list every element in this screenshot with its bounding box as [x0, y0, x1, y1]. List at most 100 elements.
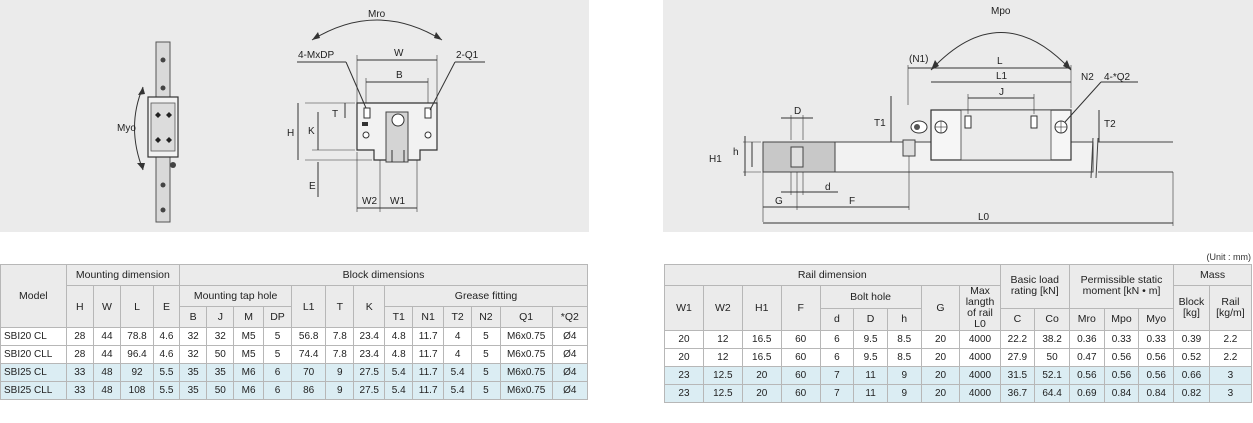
- table-cell: 6: [819, 348, 855, 367]
- header-mpo: Mpo: [1103, 307, 1140, 331]
- header-b: B: [179, 306, 208, 328]
- table-cell: 9: [325, 363, 355, 382]
- table-cell: 4: [442, 327, 473, 346]
- table-cell: M6: [233, 363, 264, 382]
- table-cell: 28: [65, 327, 94, 346]
- l1-label: L1: [996, 71, 1008, 82]
- j-label: J: [999, 87, 1004, 98]
- table-cell: 2.2: [1208, 330, 1253, 349]
- table-cell: 96.4: [120, 345, 154, 364]
- table-cell: 0.84: [1138, 384, 1175, 403]
- table-cell: 70: [291, 363, 327, 382]
- header-mounting-tap-hole: Mounting tap hole: [179, 285, 293, 307]
- mpo-label: Mpo: [991, 6, 1011, 17]
- header-t1: T1: [384, 306, 414, 328]
- table-cell: 0.33: [1103, 330, 1140, 349]
- header-c: C: [999, 307, 1036, 331]
- header-dp: DP: [262, 306, 293, 328]
- table-cell: 0.52: [1173, 348, 1210, 367]
- table-cell: 0.36: [1068, 330, 1105, 349]
- header-t: T: [325, 285, 355, 328]
- right-drawing-panel: Mpo L (N1) L1 J N2: [663, 0, 1253, 232]
- t1-label: T1: [874, 118, 886, 129]
- mro-label: Mro: [368, 9, 386, 20]
- table-cell: 0.39: [1173, 330, 1210, 349]
- table-cell: 60: [780, 384, 821, 403]
- table-cell: 0.56: [1138, 348, 1175, 367]
- table-cell: 12: [702, 348, 743, 367]
- table-cell: 48: [92, 363, 122, 382]
- table-cell: 0.56: [1103, 348, 1140, 367]
- table-cell: 16.5: [741, 330, 782, 349]
- table-cell: 44: [92, 327, 122, 346]
- table-cell: 20: [920, 330, 961, 349]
- table-cell: Ø4: [551, 327, 589, 346]
- table-cell: 27.5: [353, 381, 386, 400]
- table-cell: 0.56: [1103, 366, 1140, 385]
- header-permissible-static-moment: Permissible static moment [kN • m]: [1068, 264, 1175, 309]
- t-label: T: [332, 109, 338, 120]
- table-cell: 28: [65, 345, 94, 364]
- table-cell: 5.4: [384, 381, 414, 400]
- header-co: Co: [1034, 307, 1070, 331]
- header-q2: *Q2: [551, 306, 589, 328]
- table-cell: Ø4: [551, 381, 589, 400]
- table-cell: 11.7: [412, 381, 444, 400]
- table-cell: 11.7: [412, 363, 444, 382]
- table-cell: 5.4: [442, 381, 473, 400]
- d-top-label: D: [794, 106, 801, 117]
- header-h: H: [65, 285, 94, 328]
- h1-label: H1: [709, 154, 722, 165]
- table-cell: 12.5: [702, 384, 743, 403]
- w1-label: W1: [390, 196, 405, 207]
- table-cell: 9.5: [853, 348, 888, 367]
- table-cell: SBI20 CLL: [0, 345, 67, 364]
- header-rail-dimension: Rail dimension: [664, 264, 1001, 286]
- table-cell: 7.8: [325, 327, 355, 346]
- header-big-d: D: [853, 307, 888, 331]
- table-cell: 8.5: [886, 348, 922, 367]
- header-l: L: [120, 285, 154, 328]
- table-cell: M6x0.75: [499, 345, 553, 364]
- q2-label: 4-*Q2: [1104, 72, 1131, 83]
- table-cell: Ø4: [551, 363, 589, 382]
- table-cell: 11: [853, 366, 888, 385]
- table-cell: 50: [206, 345, 235, 364]
- table-cell: 5: [262, 327, 293, 346]
- rail-spec-table: Rail dimension Basic load rating [kN] Pe…: [664, 264, 1253, 403]
- header-basic-load-rating: Basic load rating [kN]: [999, 264, 1070, 309]
- header-m: M: [233, 306, 264, 328]
- header-bolt-hole: Bolt hole: [819, 285, 922, 309]
- rail-side-view-drawing: Mpo L (N1) L1 J N2: [709, 6, 1174, 226]
- table-cell: 5.4: [442, 363, 473, 382]
- table-cell: 20: [920, 348, 961, 367]
- k-label: K: [308, 126, 315, 137]
- table-cell: 20: [664, 348, 704, 367]
- table-cell: M6x0.75: [499, 363, 553, 382]
- table-cell: 32: [206, 327, 235, 346]
- table-cell: 7: [819, 366, 855, 385]
- table-cell: 6: [819, 330, 855, 349]
- table-cell: 74.4: [291, 345, 327, 364]
- table-cell: 27.5: [353, 363, 386, 382]
- table-cell: 4000: [959, 366, 1001, 385]
- table-cell: M5: [233, 345, 264, 364]
- table-cell: 5: [471, 345, 501, 364]
- table-cell: 5.5: [152, 363, 181, 382]
- table-cell: 4.8: [384, 345, 414, 364]
- table-cell: 32: [179, 327, 208, 346]
- table-cell: 5: [262, 345, 293, 364]
- table-cell: M6: [233, 381, 264, 400]
- header-l1: L1: [291, 285, 327, 328]
- table-cell: 20: [920, 384, 961, 403]
- e-label: E: [309, 181, 316, 192]
- block-spec-table: Model Mounting dimension Block dimension…: [0, 264, 589, 400]
- header-n1: N1: [412, 306, 444, 328]
- table-cell: 20: [920, 366, 961, 385]
- table-cell: 56.8: [291, 327, 327, 346]
